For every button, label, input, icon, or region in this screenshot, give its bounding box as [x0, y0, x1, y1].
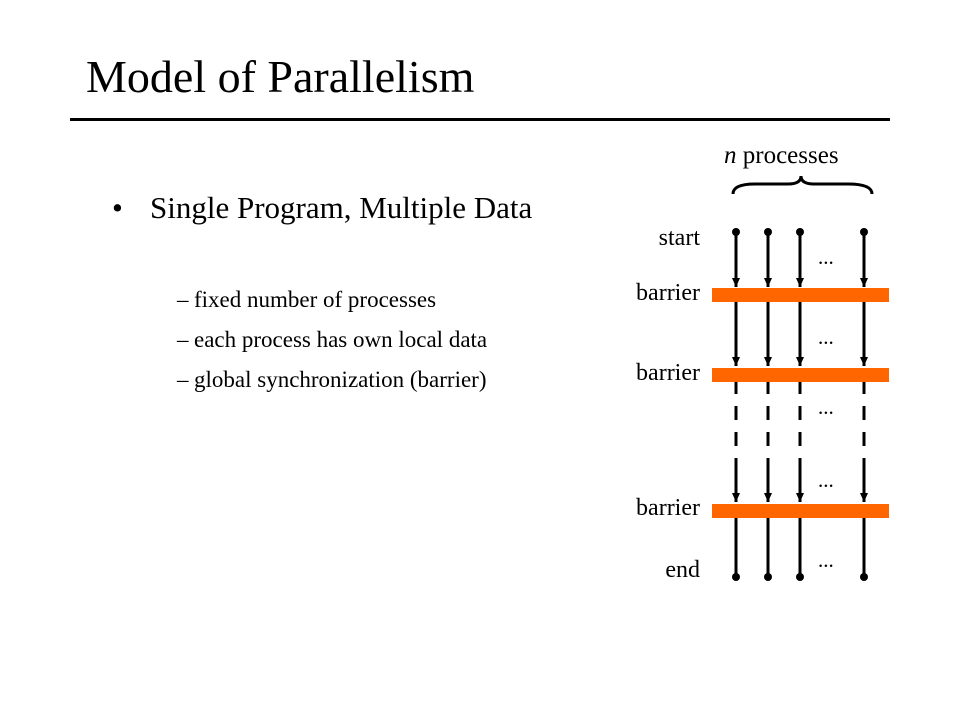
n-processes-label: n processes	[724, 142, 839, 169]
end-dot	[764, 573, 772, 581]
barrier-bar	[712, 368, 889, 382]
n-variable: n	[724, 142, 737, 169]
ellipsis: ...	[818, 468, 834, 492]
ellipsis: ...	[818, 245, 834, 269]
sub-bullet-dash: –	[177, 327, 189, 352]
processes-brace	[731, 175, 874, 195]
barrier-label: barrier	[636, 280, 700, 306]
process-line	[732, 228, 740, 581]
sub-bullet-dash: –	[177, 367, 189, 392]
sub-bullet-text: each process has own local data	[194, 327, 488, 352]
sub-bullet-item: – global synchronization (barrier)	[177, 365, 557, 394]
bullet-text: Single Program, Multiple Data	[150, 190, 533, 225]
end-dot	[732, 573, 740, 581]
ellipsis: ...	[818, 325, 834, 349]
barrier-label: barrier	[636, 495, 700, 521]
sub-bullet-dash: –	[177, 287, 189, 312]
sub-bullet-text: global synchronization (barrier)	[194, 367, 487, 392]
slide-title: Model of Parallelism	[86, 51, 475, 102]
start-label: start	[659, 225, 701, 251]
process-line	[764, 228, 772, 581]
sub-bullet-text: fixed number of processes	[194, 287, 437, 312]
barrier-bar	[712, 288, 889, 302]
end-label: end	[665, 557, 700, 583]
barrier-bar	[712, 504, 889, 518]
bullet-marker: •	[112, 190, 123, 225]
end-dot	[796, 573, 804, 581]
processes-word: processes	[737, 142, 839, 169]
end-dot	[860, 573, 868, 581]
sub-bullet-list: – fixed number of processes – each proce…	[177, 285, 557, 405]
sub-bullet-item: – fixed number of processes	[177, 285, 557, 314]
ellipsis: ...	[818, 548, 834, 572]
process-line	[796, 228, 804, 581]
ellipsis: ...	[818, 395, 834, 419]
title-divider	[70, 118, 890, 121]
sub-bullet-item: – each process has own local data	[177, 325, 557, 354]
barrier-label: barrier	[636, 360, 700, 386]
process-line	[860, 228, 868, 581]
